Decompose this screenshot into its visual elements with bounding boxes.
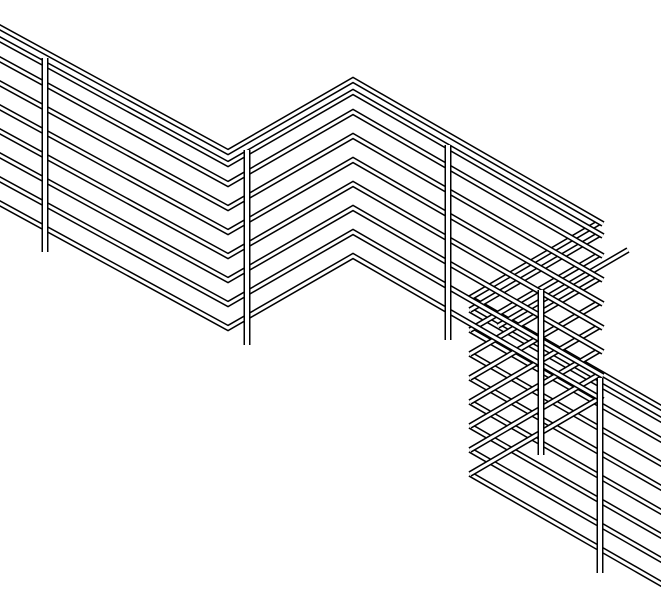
rail-main-6-inner: [0, 153, 604, 354]
rail-main-4-inner: [0, 105, 604, 306]
rail-main-2-inner: [0, 57, 604, 258]
rail-return-8-inner: [469, 396, 601, 476]
rail-lower-3-inner: [469, 352, 661, 466]
rail-main-8-inner: [0, 201, 604, 402]
rail-lower-4-inner: [469, 376, 661, 490]
rail-main-7-inner: [0, 177, 604, 378]
rail-lower-8-inner: [469, 472, 661, 586]
rail-main-5-inner: [0, 129, 604, 330]
rail-return-outer-inner: [497, 248, 629, 328]
rail-main-0-inner: [0, 25, 604, 226]
rail-main-3-inner: [0, 81, 604, 282]
rail-main-1-inner: [0, 37, 604, 238]
rail-lower-2-inner: [469, 328, 661, 442]
rail-lower-7-inner: [469, 448, 661, 562]
rail-lower-6-inner: [469, 424, 661, 538]
posts-group: [41, 58, 604, 573]
rails-group: [0, 24, 661, 588]
rail-lower-5-inner: [469, 400, 661, 514]
rail-return-1-inner: [469, 232, 601, 312]
